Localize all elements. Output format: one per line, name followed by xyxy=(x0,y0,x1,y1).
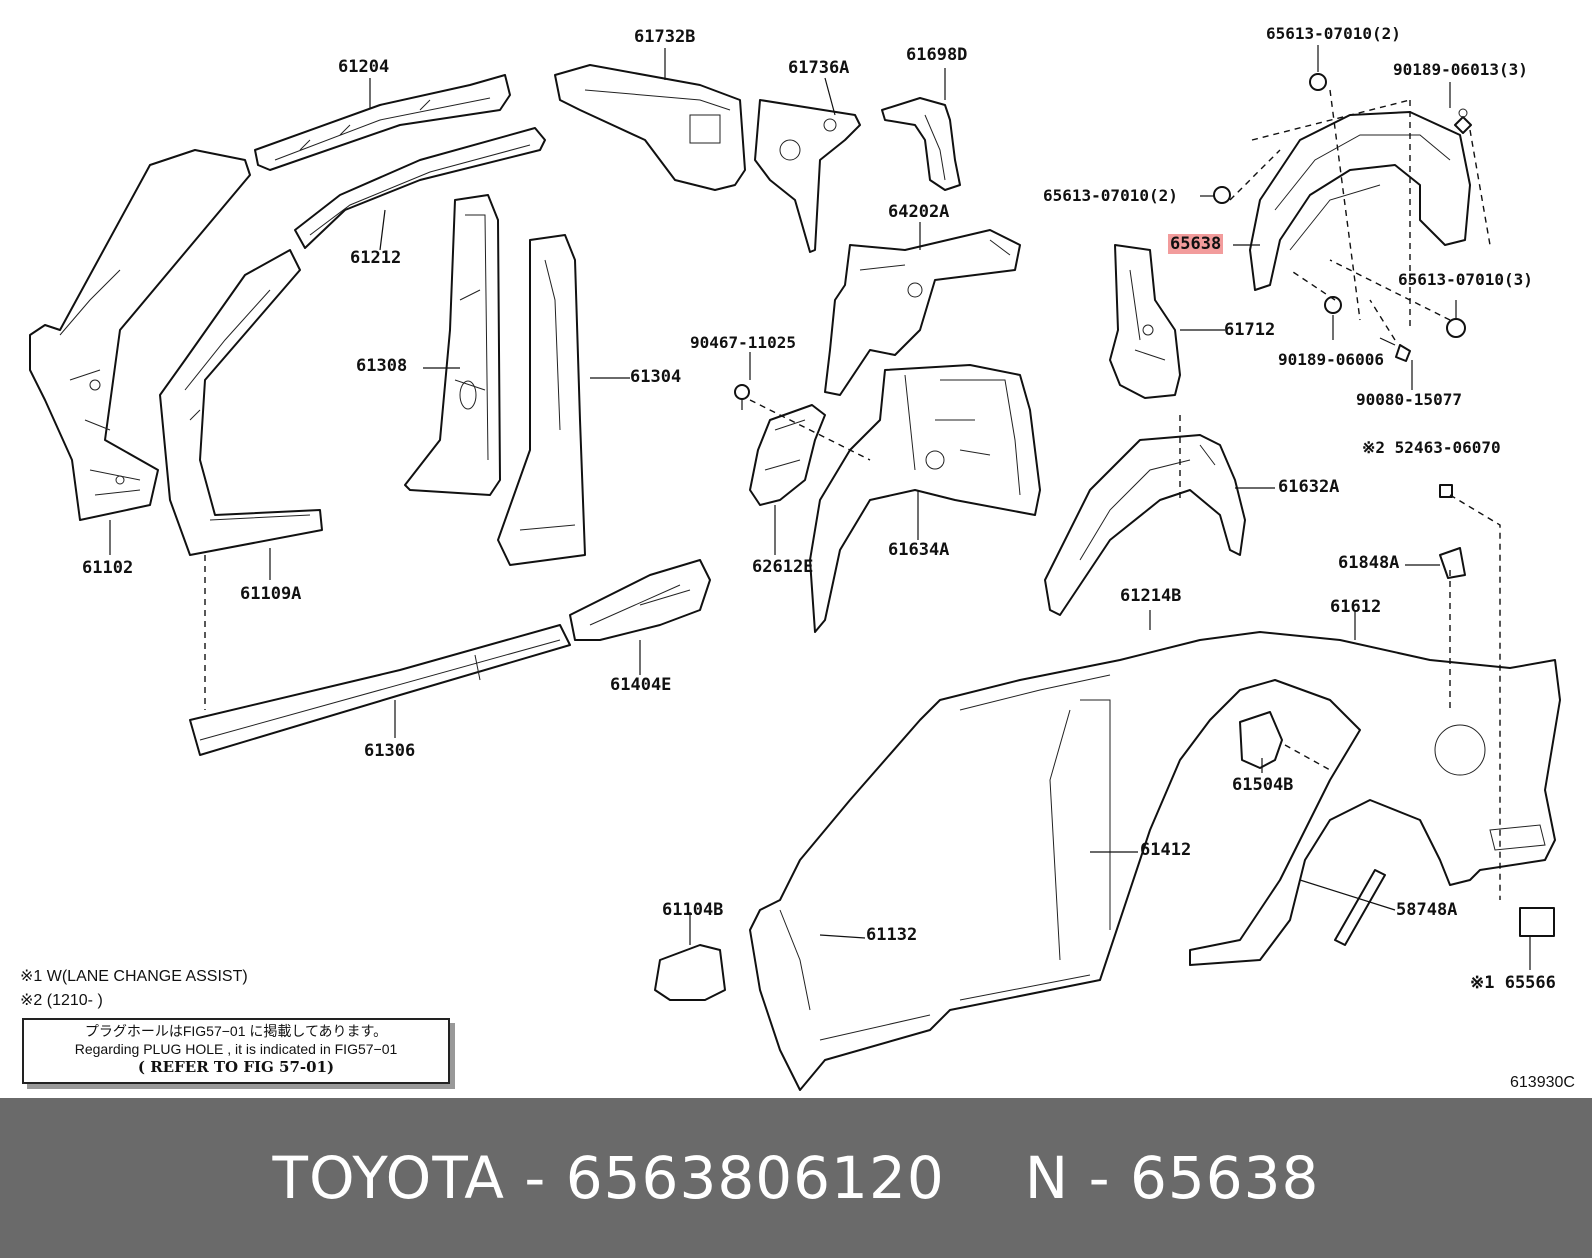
label-90467: 90467-11025 xyxy=(690,333,796,352)
note-lane-change-assist: ※1 W(LANE CHANGE ASSIST) xyxy=(20,968,248,985)
part-61732b-shape xyxy=(554,64,746,191)
part-61306-shape xyxy=(189,624,571,756)
label-61304: 61304 xyxy=(630,367,682,387)
label-61204: 61204 xyxy=(338,57,390,77)
leader-lines xyxy=(109,45,1531,970)
plug-hole-note-box: プラグホールはFIG57−01 に掲載してあります。 Regarding PLU… xyxy=(22,1018,450,1084)
footer-brand-part-number: TOYOTA - 6563806120 xyxy=(272,1144,945,1212)
label-61848a: 61848A xyxy=(1338,553,1400,573)
label-61306: 61306 xyxy=(364,741,416,761)
label-61632a: 61632A xyxy=(1278,477,1340,497)
label-61102: 61102 xyxy=(82,558,134,578)
label-65613-top: 65613-07010(2) xyxy=(1266,24,1401,43)
label-90080: 90080-15077 xyxy=(1356,390,1462,409)
part-61712-shape xyxy=(1109,244,1181,399)
label-61634a: 61634A xyxy=(888,540,950,560)
label-61308: 61308 xyxy=(356,356,408,376)
label-61736a: 61736A xyxy=(788,58,850,78)
part-61109a-shape xyxy=(159,249,323,556)
footer-banner: TOYOTA - 6563806120 N - 65638 xyxy=(0,1098,1592,1258)
part-61212-shape xyxy=(294,127,546,249)
part-58748a-shape xyxy=(1334,869,1386,946)
label-58748a: 58748A xyxy=(1396,900,1458,920)
note-box-english: Regarding PLUG HOLE , it is indicated in… xyxy=(74,1041,398,1057)
label-61698d: 61698D xyxy=(906,45,968,65)
label-62612e: 62612E xyxy=(752,557,814,577)
part-61102-shape xyxy=(29,149,251,521)
part-61634a-shape xyxy=(809,364,1041,633)
label-61132: 61132 xyxy=(866,925,918,945)
dashed-lines xyxy=(204,89,1501,900)
label-61732b: 61732B xyxy=(634,27,696,47)
label-65638-highlighted: 65638 xyxy=(1168,234,1224,254)
label-61612: 61612 xyxy=(1330,597,1382,617)
part-61404e-shape xyxy=(569,559,711,641)
part-body-side-outer-shape xyxy=(749,631,1561,1091)
label-65566: ※1 65566 xyxy=(1470,973,1556,993)
part-61204-shape xyxy=(254,74,511,171)
label-65613-right: 65613-07010(3) xyxy=(1398,270,1533,289)
part-64202a-shape xyxy=(824,229,1021,396)
label-52463: ※2 52463-06070 xyxy=(1362,438,1501,457)
label-64202a: 64202A xyxy=(888,202,950,222)
label-90189-06013: 90189-06013(3) xyxy=(1393,60,1528,79)
parts-diagram: 61204 61732B 61736A 61698D 65613-07010(2… xyxy=(20,24,1575,1091)
label-61212: 61212 xyxy=(350,248,402,268)
label-61109a: 61109A xyxy=(240,584,302,604)
part-61736a-shape xyxy=(754,99,861,253)
label-61712: 61712 xyxy=(1224,320,1276,340)
part-61632a-shape xyxy=(1044,434,1246,616)
label-61214b: 61214B xyxy=(1120,586,1182,606)
part-62612e-shape xyxy=(749,404,826,506)
part-61308-shape xyxy=(404,194,501,496)
label-61504b: 61504B xyxy=(1232,775,1294,795)
figure-id: 613930C xyxy=(1510,1074,1575,1091)
label-90189-06006: 90189-06006 xyxy=(1278,350,1384,369)
diagram-drawing xyxy=(29,45,1561,1091)
part-61104b-shape xyxy=(654,944,726,1001)
label-61104b: 61104B xyxy=(662,900,724,920)
label-65613-mid: 65613-07010(2) xyxy=(1043,186,1178,205)
part-61304-shape xyxy=(497,234,586,566)
note-date-range: ※2 (1210- ) xyxy=(20,992,103,1009)
part-61504b-shape xyxy=(1239,711,1283,769)
footer-reference: N - 65638 xyxy=(1024,1144,1320,1212)
note-box-japanese: プラグホールはFIG57−01 に掲載してあります。 xyxy=(84,1023,388,1039)
fasteners-shapes xyxy=(734,73,1555,937)
part-65638-shape xyxy=(1249,111,1471,291)
label-61412: 61412 xyxy=(1140,840,1192,860)
note-box-refer: ( REFER TO FIG 57-01) xyxy=(137,1058,335,1076)
part-61698d-shape xyxy=(881,97,961,191)
label-61404e: 61404E xyxy=(610,675,672,695)
